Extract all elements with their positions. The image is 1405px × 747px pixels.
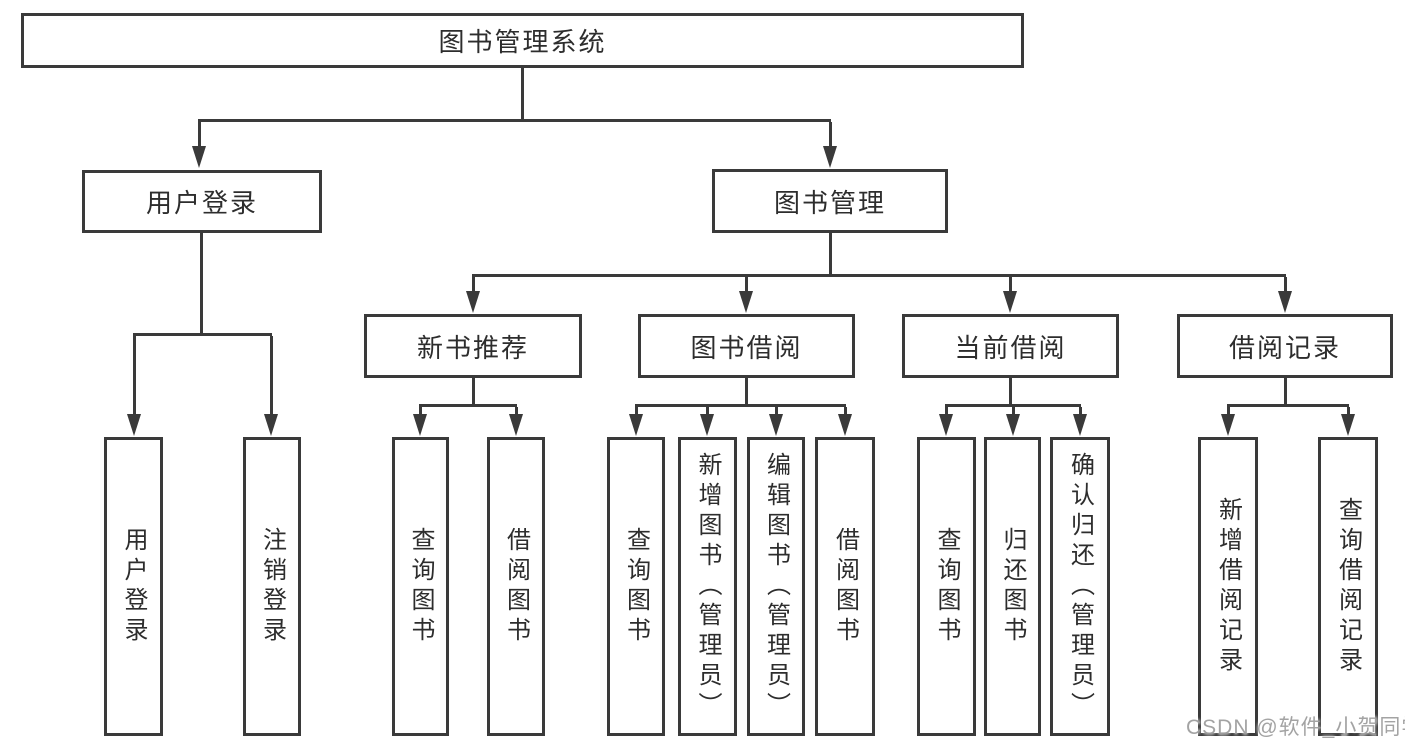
edge-recommend-stem: [472, 378, 475, 407]
edge-level3-arrowhead: [1003, 291, 1017, 313]
edge-records-stem: [1284, 378, 1287, 407]
edge-leaf-line: [945, 407, 948, 416]
leaf-add-borrow-record: 新增借阅记录: [1198, 437, 1258, 736]
leaf-add-books-admin: 新增图书（管理员）: [678, 437, 737, 736]
edge-level3-line: [745, 277, 748, 293]
edge-leaf-arrowhead: [629, 414, 643, 436]
edge-current-bar: [945, 404, 1081, 407]
edge-leaf-arrowhead: [1073, 414, 1087, 436]
edge-level3-arrowhead: [1278, 291, 1292, 313]
edge-borrow-stem: [745, 378, 748, 407]
edge-leaf-line: [1012, 407, 1015, 416]
node-borrow-records: 借阅记录: [1177, 314, 1393, 378]
edge-leaf-arrowhead: [264, 414, 278, 436]
edge-leaf-arrowhead: [127, 414, 141, 436]
edge-user-login-stem: [200, 233, 203, 336]
edge-leaf-line: [1079, 407, 1082, 416]
edge-book-mgmt-stem: [829, 233, 832, 277]
edge-leaf-line: [1347, 407, 1350, 416]
edge-leaf-arrowhead: [1341, 414, 1355, 436]
leaf-query-books-recommend: 查询图书: [392, 437, 449, 736]
leaf-logout: 注销登录: [243, 437, 301, 736]
edge-leaf-arrowhead: [1006, 414, 1020, 436]
edge-leaf-line: [1227, 407, 1230, 416]
node-user-login: 用户登录: [82, 170, 322, 233]
edge-records-bar: [1227, 404, 1349, 407]
node-current-borrow: 当前借阅: [902, 314, 1119, 378]
leaf-edit-books-admin: 编辑图书（管理员）: [747, 437, 805, 736]
edge-leaf-line: [270, 336, 273, 416]
edge-root-bar: [198, 119, 831, 122]
leaf-query-borrow-record: 查询借阅记录: [1318, 437, 1378, 736]
edge-leaf-arrowhead: [413, 414, 427, 436]
leaf-query-books-borrow: 查询图书: [607, 437, 665, 736]
leaf-query-books-current: 查询图书: [917, 437, 976, 736]
leaf-borrow-books: 借阅图书: [815, 437, 875, 736]
node-book-borrow: 图书借阅: [638, 314, 855, 378]
watermark: CSDN @软件_小贺同学: [1186, 716, 1405, 739]
edge-leaf-arrowhead: [1221, 414, 1235, 436]
edge-level3-line: [472, 277, 475, 293]
leaf-user-login: 用户登录: [104, 437, 163, 736]
edge-to-user-login-arrowhead: [192, 146, 206, 168]
edge-leaf-arrowhead: [700, 414, 714, 436]
edge-leaf-line: [706, 407, 709, 416]
edge-leaf-arrowhead: [509, 414, 523, 436]
edge-recommend-bar: [419, 404, 517, 407]
edge-leaf-line: [515, 407, 518, 416]
edge-leaf-line: [844, 407, 847, 416]
edge-borrow-bar: [635, 404, 846, 407]
edge-level3-arrowhead: [739, 291, 753, 313]
edge-leaf-arrowhead: [939, 414, 953, 436]
edge-to-book-mgmt-line: [829, 122, 832, 148]
edge-level3-arrowhead: [466, 291, 480, 313]
node-root: 图书管理系统: [21, 13, 1024, 68]
edge-leaf-line: [775, 407, 778, 416]
edge-level3-line: [1284, 277, 1287, 293]
edge-leaf-line: [419, 407, 422, 416]
leaf-return-books: 归还图书: [984, 437, 1041, 736]
edge-leaf-line: [133, 336, 136, 416]
edge-leaf-line: [635, 407, 638, 416]
edge-user-login-bar: [133, 333, 272, 336]
edge-level3-line: [1009, 277, 1012, 293]
edge-to-user-login-line: [198, 122, 201, 148]
leaf-borrow-books-recommend: 借阅图书: [487, 437, 545, 736]
edge-leaf-arrowhead: [769, 414, 783, 436]
edge-leaf-arrowhead: [838, 414, 852, 436]
edge-book-mgmt-bar: [472, 274, 1286, 277]
node-book-management: 图书管理: [712, 169, 948, 233]
node-new-book-recommend: 新书推荐: [364, 314, 582, 378]
edge-current-stem: [1009, 378, 1012, 407]
edge-to-book-mgmt-arrowhead: [823, 146, 837, 168]
edge-root-stem: [521, 68, 524, 122]
leaf-confirm-return-admin: 确认归还（管理员）: [1050, 437, 1110, 736]
